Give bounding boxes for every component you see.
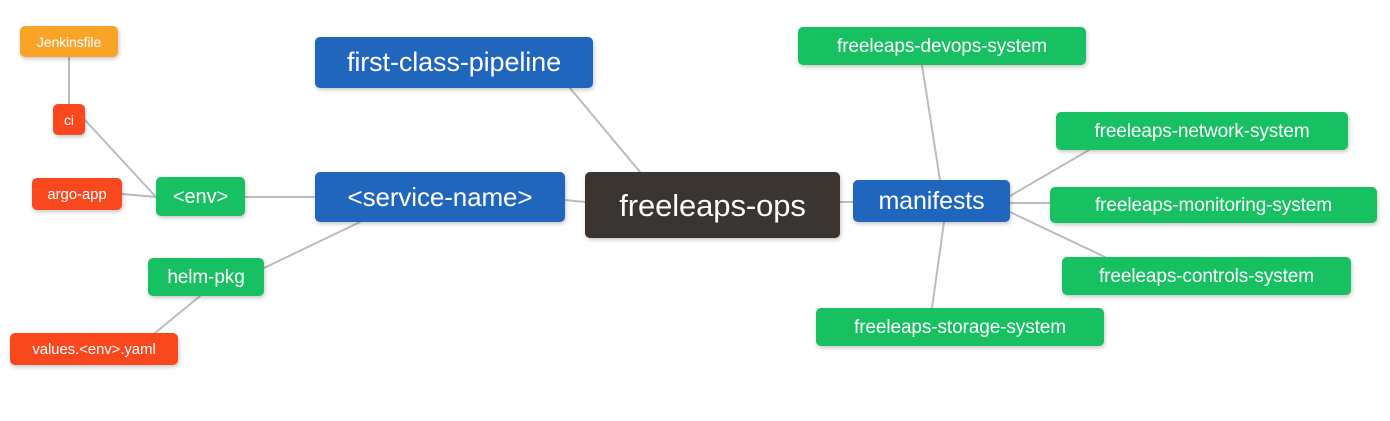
edge-first-class-to-freeleaps-ops [569, 87, 641, 173]
mindmap-node-ci[interactable]: ci [53, 104, 85, 135]
mindmap-node-first-class[interactable]: first-class-pipeline [315, 37, 593, 88]
edge-argo-app-to-env [121, 193, 157, 198]
mindmap-node-network[interactable]: freeleaps-network-system [1056, 112, 1348, 150]
mindmap-node-controls[interactable]: freeleaps-controls-system [1062, 257, 1351, 295]
mindmap-node-manifests[interactable]: manifests [853, 180, 1010, 222]
mindmap-node-monitoring[interactable]: freeleaps-monitoring-system [1050, 187, 1377, 223]
edge-values-yaml-to-helm-pkg [154, 295, 201, 334]
mindmap-node-argo-app[interactable]: argo-app [32, 178, 122, 210]
mindmap-node-storage[interactable]: freeleaps-storage-system [816, 308, 1104, 346]
mindmap-node-values-yaml[interactable]: values.<env>.yaml [10, 333, 178, 365]
mindmap-node-devops[interactable]: freeleaps-devops-system [798, 27, 1086, 65]
edge-manifests-to-storage [931, 221, 945, 309]
edge-manifests-to-devops [921, 64, 941, 181]
edge-helm-pkg-to-service-name [263, 221, 361, 269]
mindmap-node-service-name[interactable]: <service-name> [315, 172, 565, 222]
mindmap-node-helm-pkg[interactable]: helm-pkg [148, 258, 264, 296]
mindmap-node-env[interactable]: <env> [156, 177, 245, 216]
mindmap-node-jenkinsfile[interactable]: Jenkinsfile [20, 26, 118, 57]
mindmap-node-freeleaps-ops[interactable]: freeleaps-ops [585, 172, 840, 238]
edge-service-name-to-freeleaps-ops [564, 199, 586, 203]
